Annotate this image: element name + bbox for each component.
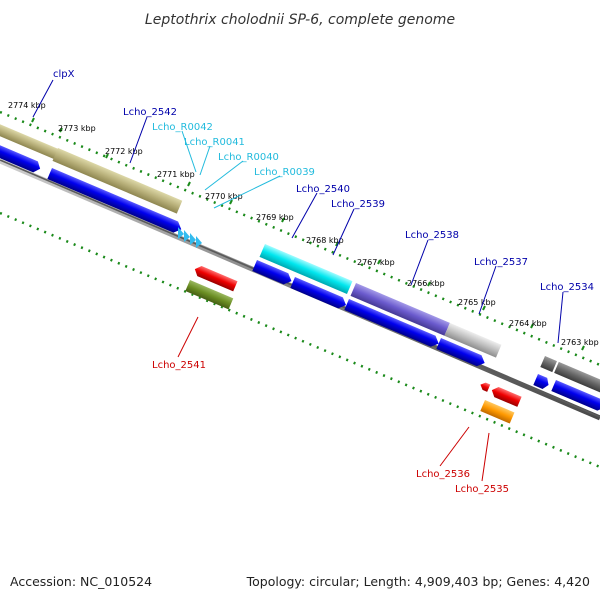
accession-text: Accession: NC_010524 [10,574,152,589]
cds-arrow-reverse [194,265,238,292]
cds-arrow [47,168,182,233]
tick-label: 2765 kbp [458,298,496,307]
gene-band [444,322,502,358]
tick-label: 2771 kbp [157,170,195,179]
reverse-features [185,265,522,424]
label-leaders [32,79,564,482]
gene-band [259,243,353,295]
cds-arrow-reverse [480,382,491,392]
tick-label: 2767 kbp [357,258,395,267]
tick-label: 2768 kbp [306,236,344,245]
genome-summary-text: Topology: circular; Length: 4,909,403 bp… [246,574,590,589]
label-lcho-2536[interactable]: Lcho_2536 [416,469,470,480]
gene-band [540,356,557,373]
trna-cluster [178,227,202,248]
label-clpX[interactable]: clpX [53,69,75,80]
tick-label: 2763 kbp [561,338,599,347]
gene-band [480,400,515,424]
gene-labels: clpX Lcho_2542 Lcho_R0042 Lcho_R0041 Lch… [53,69,594,495]
gene-band [52,148,183,214]
gene-band [554,361,600,397]
label-lcho-2537[interactable]: Lcho_2537 [474,257,528,268]
gene-band [0,120,60,160]
cds-arrow [0,141,41,173]
cds-arrow [533,374,549,389]
tick-label: 2764 kbp [509,319,547,328]
tick-label: 2770 kbp [205,192,243,201]
label-lcho-r0040[interactable]: Lcho_R0040 [218,152,279,163]
label-lcho-2535[interactable]: Lcho_2535 [455,484,509,495]
tick-label: 2769 kbp [256,213,294,222]
cds-arrow [436,338,485,367]
label-lcho-2540[interactable]: Lcho_2540 [296,184,350,195]
label-lcho-r0042[interactable]: Lcho_R0042 [152,122,213,133]
map-title: Leptothrix cholodnii SP-6, complete geno… [145,12,455,28]
reverse-tick-track [0,211,600,469]
label-lcho-r0039[interactable]: Lcho_R0039 [254,167,315,178]
tick-label: 2773 kbp [58,124,96,133]
label-lcho-2534[interactable]: Lcho_2534 [540,282,594,293]
label-lcho-2541[interactable]: Lcho_2541 [152,360,206,371]
tick-label: 2774 kbp [8,101,46,110]
cds-arrow [290,277,347,309]
label-lcho-2542[interactable]: Lcho_2542 [123,107,177,118]
gene-band [185,280,234,310]
tick-label: 2772 kbp [105,147,143,156]
coordinate-ticks: 2774 kbp 2773 kbp 2772 kbp 2771 kbp 2770… [8,101,599,351]
tick-label: 2766 kbp [407,279,445,288]
cds-arrow [551,380,600,411]
gene-band [350,283,450,336]
label-lcho-2539[interactable]: Lcho_2539 [331,199,385,210]
label-lcho-2538[interactable]: Lcho_2538 [405,230,459,241]
forward-features [0,120,600,411]
cds-arrow [344,299,439,347]
cds-arrow [252,260,292,285]
label-lcho-r0041[interactable]: Lcho_R0041 [184,137,245,148]
cds-arrow-reverse [491,386,522,407]
